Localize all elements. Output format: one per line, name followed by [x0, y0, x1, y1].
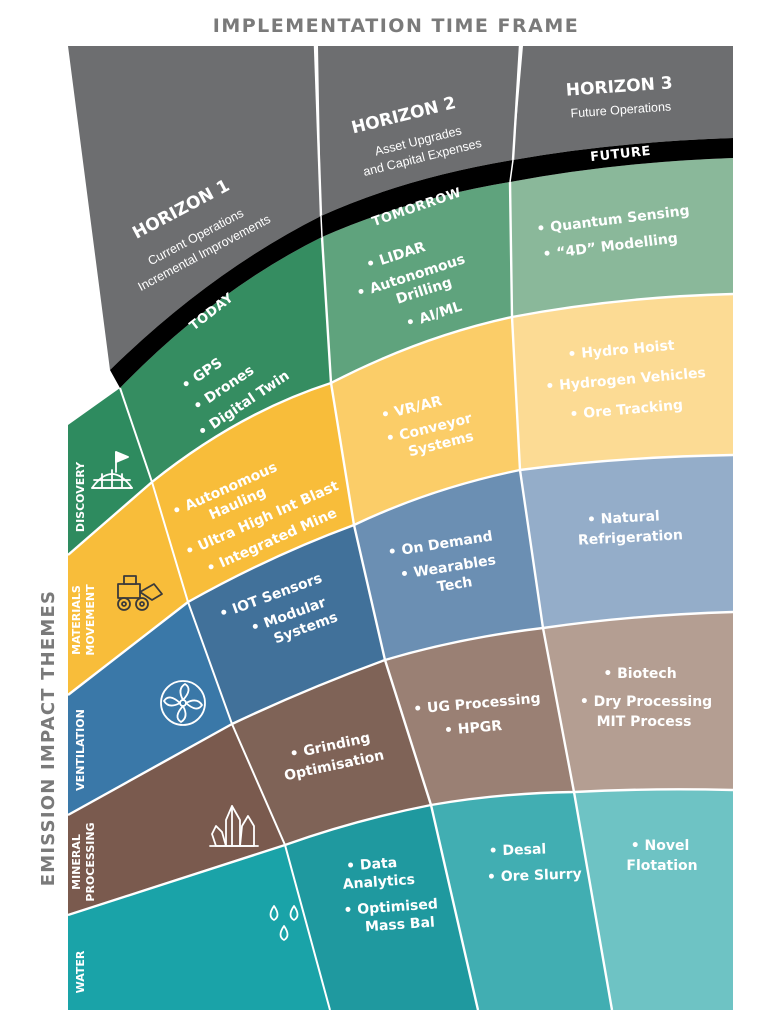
loader-truck-icon — [117, 575, 163, 611]
materials-cell-1 — [152, 383, 354, 602]
ventilation-h3-items: • Natural Refrigeration — [578, 508, 684, 548]
grid-lines — [67, 45, 734, 1011]
page-title: IMPLEMENTATION TIME FRAME — [213, 15, 579, 37]
theme-ventilation-swatch — [68, 602, 232, 815]
theme-processing-label-2: PROCESSING — [84, 822, 97, 901]
list-item: Mass Bal — [365, 915, 436, 936]
water-cell-3 — [574, 789, 733, 1010]
water-h1-items: • Data Analytics • Optimised Mass Bal — [342, 855, 438, 936]
water-h2-items: • Desal • Ore Slurry — [487, 841, 582, 885]
list-item: • Novel — [631, 838, 690, 854]
water-cell-2 — [431, 792, 612, 1010]
theme-discovery-swatch — [68, 388, 152, 555]
list-item: • Natural — [587, 508, 661, 528]
band-future: FUTURE — [590, 144, 652, 165]
list-item: • Dry Processing — [580, 694, 712, 710]
materials-cell-3 — [512, 294, 733, 470]
theme-water-label: WATER — [74, 950, 87, 993]
fan-icon — [160, 680, 206, 726]
discovery-cell-2 — [322, 182, 512, 383]
theme-discovery-label: DISCOVERY — [74, 461, 87, 532]
processing-h3-items: • Biotech • Dry Processing MIT Process — [580, 666, 712, 730]
processing-cell-2 — [385, 628, 574, 805]
time-band-dividers — [320, 159, 514, 238]
list-item: • Optimised — [343, 896, 438, 919]
list-item: Flotation — [626, 858, 697, 874]
crystals-icon — [209, 805, 259, 847]
discovery-cell-1 — [120, 237, 331, 482]
list-item: • Desal — [488, 841, 546, 859]
processing-cell-1 — [232, 660, 431, 845]
ventilation-cell-2 — [354, 470, 543, 660]
materials-cell-2 — [331, 317, 520, 525]
theme-processing-label-1: MINERAL — [70, 834, 83, 890]
list-item: • Ore Slurry — [487, 866, 582, 885]
theme-materials-label-2: MOVEMENT — [84, 584, 97, 656]
theme-materials-label-1: MATERIALS — [70, 585, 83, 655]
horizon-3-header — [513, 46, 733, 160]
list-item: Analytics — [342, 872, 415, 893]
list-item: • Data — [346, 855, 398, 875]
theme-ventilation-label: VENTILATION — [74, 709, 87, 791]
side-title: EMISSION IMPACT THEMES — [38, 590, 59, 886]
globe-flag-icon — [91, 451, 133, 489]
theme-column-divider — [119, 387, 331, 1011]
list-item: • Biotech — [603, 666, 676, 682]
water-h3-items: • Novel Flotation — [626, 838, 697, 874]
theme-processing-swatch — [68, 724, 285, 915]
horizon-2-header — [318, 46, 520, 216]
horizon-1-header — [68, 46, 321, 370]
list-item: • HPGR — [443, 718, 502, 739]
theme-water-swatch — [68, 845, 330, 1010]
processing-cell-3 — [543, 612, 733, 792]
list-item: Tech — [436, 574, 474, 595]
ventilation-cell-1 — [188, 525, 385, 724]
water-cell-1 — [285, 805, 478, 1010]
water-drops-icon — [269, 905, 299, 941]
list-item: MIT Process — [597, 714, 692, 730]
time-band — [110, 138, 733, 388]
discovery-cell-3 — [510, 158, 733, 317]
ventilation-cell-3 — [520, 455, 733, 628]
list-item: Refrigeration — [578, 527, 684, 548]
